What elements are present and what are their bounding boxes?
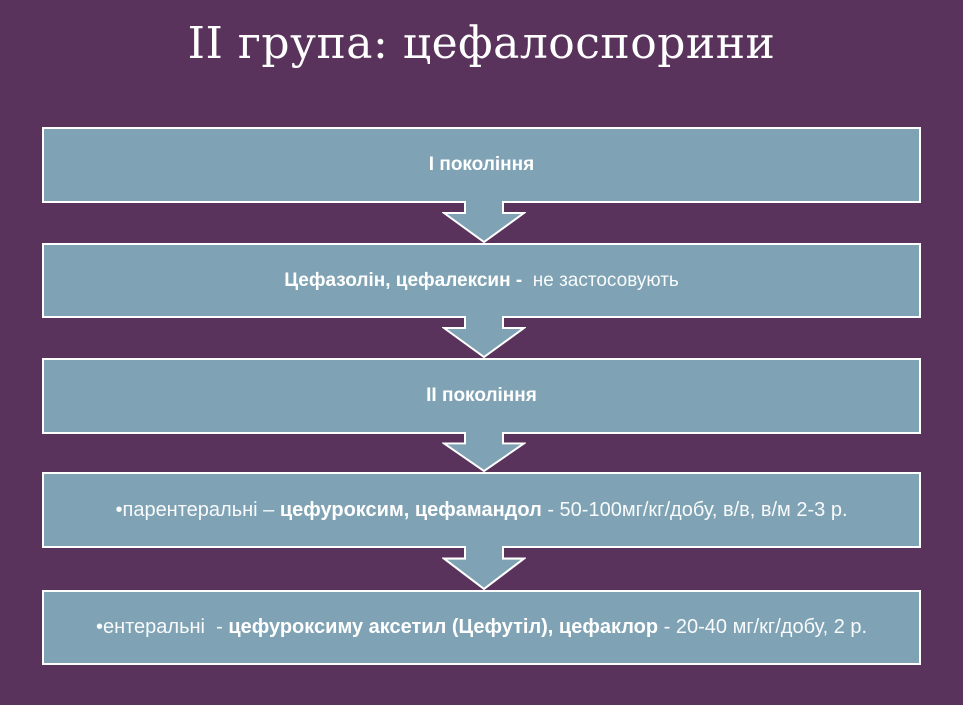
down-arrow-icon	[442, 316, 526, 358]
step-text-segment: •ентеральні -	[95, 616, 229, 638]
down-arrow-icon	[442, 546, 526, 590]
step-box-parenteral: •парентеральні – цефуроксим, цефамандол …	[42, 472, 921, 548]
step-box-gen1-drugs: Цефазолін, цефалексин - не застосовують	[42, 243, 921, 318]
step-text-segment: •парентеральні –	[115, 498, 280, 521]
step-text-segment: ІІ покоління	[426, 385, 537, 406]
down-arrow-icon	[442, 432, 526, 472]
step-text-segment: І покоління	[428, 154, 535, 175]
slide-title: ІІ група: цефалоспорини	[187, 18, 776, 69]
step-text-segment: цефуроксиму аксетил (Цефутіл), цефаклор	[228, 616, 659, 638]
step-text-segment: цефуроксим, цефамандол	[279, 498, 542, 521]
step-text-segment: Цефазолін, цефалексин -	[284, 269, 528, 291]
step-box-enteral: •ентеральні - цефуроксиму аксетил (Цефут…	[42, 590, 921, 665]
step-text-segment: - 20-40 мг/кг/добу, 2 р.	[658, 616, 868, 638]
down-arrow-icon	[442, 201, 526, 243]
step-text-segment: не застосовують	[527, 269, 679, 291]
step-text-segment: - 50-100мг/кг/добу, в/в, в/м 2-3 р.	[541, 498, 848, 521]
step-box-generation-2: ІІ покоління	[42, 358, 921, 434]
step-box-generation-1: І покоління	[42, 127, 921, 203]
